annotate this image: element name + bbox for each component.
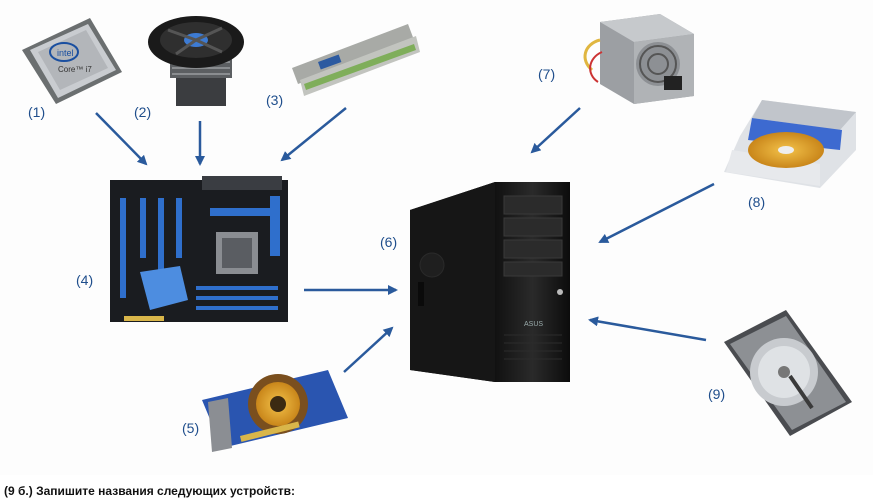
cpu-model-text: Core™ i7 [58,65,92,74]
system-unit-image: ASUS [410,182,570,382]
diagram-svg: intel Core™ i7 [22,14,856,452]
cooler-image [148,16,244,106]
arrow-5 [343,326,394,373]
label-3: (3) [266,92,284,108]
diagram-canvas: intel Core™ i7 [22,14,856,452]
cpu-image: intel Core™ i7 [22,18,122,104]
optical-drive-image [724,100,856,188]
graphics-card-image [202,370,348,452]
label-4: (4) [76,272,94,288]
cpu-brand-text: intel [57,48,74,58]
label-7: (7) [538,66,556,82]
case-logo: ASUS [524,321,543,328]
hard-drive-image [724,310,852,436]
label-5: (5) [182,420,200,436]
arrow-7 [530,107,581,154]
motherboard-image [110,176,288,322]
label-6: (6) [380,234,398,250]
power-supply-image [583,14,694,104]
label-8: (8) [748,194,766,210]
label-1: (1) [28,104,46,120]
label-9: (9) [708,386,726,402]
arrows [95,107,715,373]
arrow-8 [598,182,715,244]
label-2: (2) [134,104,152,120]
task-caption: (9 б.) Запишите названия следующих устро… [4,484,295,498]
ram-image [292,24,420,96]
arrow-1 [95,112,148,166]
arrow-9 [588,316,707,342]
arrow-3 [280,107,347,162]
